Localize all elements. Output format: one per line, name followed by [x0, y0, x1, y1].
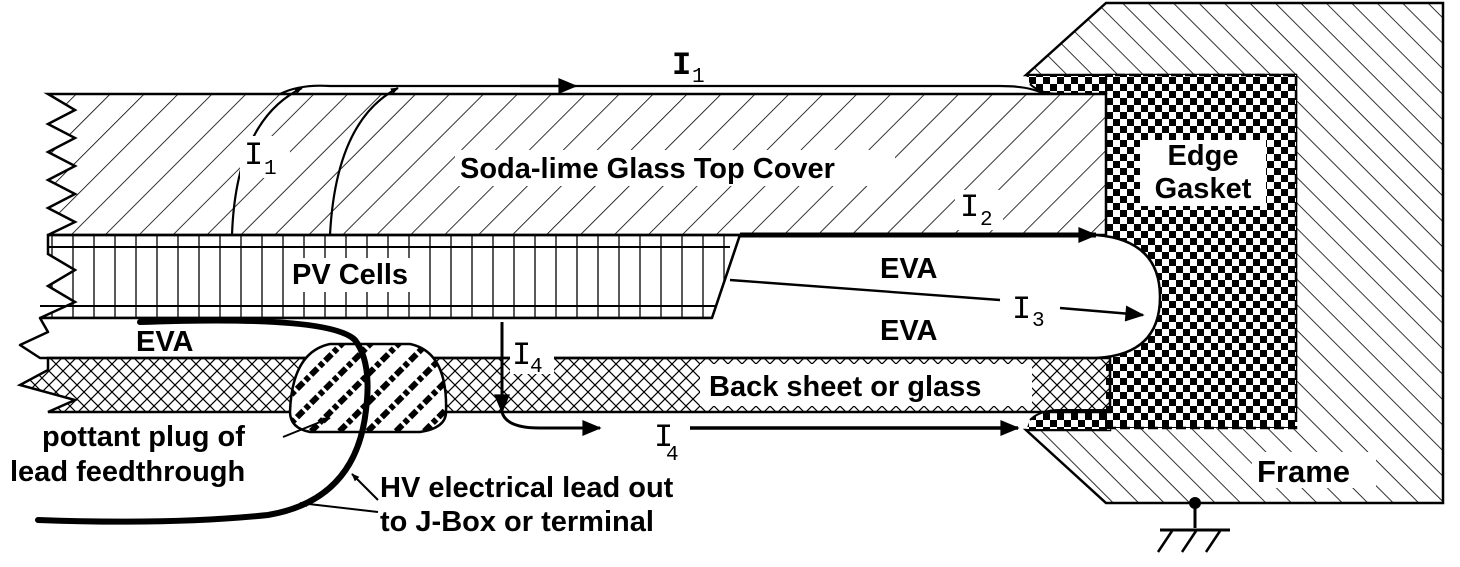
- svg-text:3: 3: [1032, 310, 1045, 333]
- current-label-i1-top: I 1: [672, 47, 705, 89]
- eva-upper-label: EVA: [880, 253, 938, 285]
- hv-lead-label-line1: HV electrical lead out: [380, 472, 674, 504]
- svg-text:I: I: [1012, 291, 1031, 328]
- svg-text:2: 2: [980, 209, 993, 232]
- svg-text:I: I: [512, 337, 531, 374]
- back-sheet-label: Back sheet or glass: [709, 371, 981, 403]
- gasket-label-line1: Edge: [1168, 140, 1239, 172]
- current-paths: [230, 78, 1145, 436]
- current-label-i3: I 3: [1008, 291, 1058, 333]
- eva-left-label: EVA: [136, 326, 194, 358]
- eva-lower-label: EVA: [880, 315, 938, 347]
- hv-lead-label-line2: to J-Box or terminal: [380, 506, 654, 538]
- gasket-label-line2: Gasket: [1155, 173, 1252, 205]
- svg-text:I: I: [244, 137, 263, 174]
- svg-text:1: 1: [692, 66, 705, 89]
- pottant-label-line1: pottant plug of: [42, 421, 245, 453]
- svg-text:I: I: [654, 419, 673, 456]
- svg-text:4: 4: [530, 356, 543, 379]
- current-label-i1-glass: I 1: [240, 136, 290, 181]
- pv-cells-label: PV Cells: [292, 259, 408, 291]
- leader-lines: [282, 417, 379, 513]
- current-label-i4-bottom: I 4: [654, 419, 679, 467]
- current-label-i2: I 2: [955, 189, 1003, 232]
- svg-text:1: 1: [264, 158, 277, 181]
- svg-text:I: I: [672, 47, 691, 84]
- hv-lead-wire: [35, 317, 371, 525]
- svg-text:I: I: [960, 189, 979, 226]
- back-sheet: [16, 356, 1112, 414]
- labels: Soda-lime Glass Top Cover Edge Gasket PV…: [10, 140, 1376, 538]
- current-labels: I 1 I 1 I 2 I 3 I 4 I 4: [240, 47, 1058, 467]
- glass-label: Soda-lime Glass Top Cover: [460, 153, 835, 185]
- pottant-label-line2: lead feedthrough: [10, 456, 245, 488]
- frame-label: Frame: [1257, 454, 1350, 489]
- svg-text:4: 4: [666, 444, 679, 467]
- ground-symbol: [1156, 497, 1230, 553]
- current-label-i4-vertical: I 4: [510, 337, 554, 379]
